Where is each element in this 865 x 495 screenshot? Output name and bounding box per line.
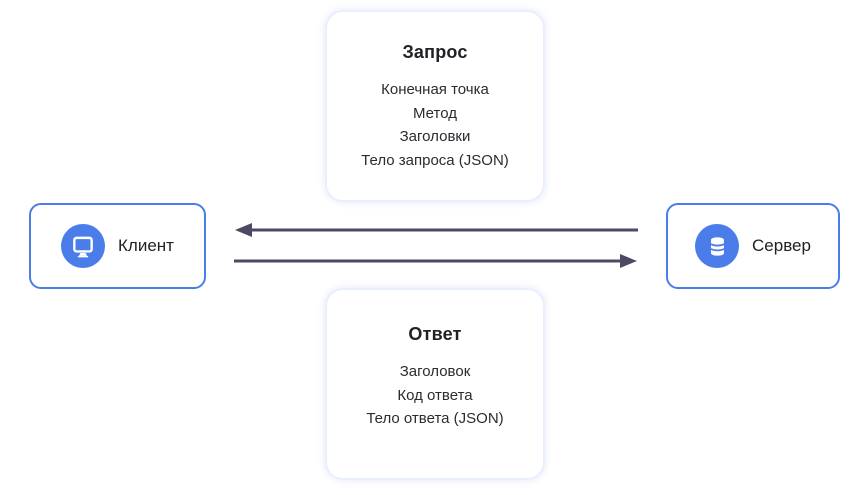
response-card: Ответ Заголовок Код ответа Тело ответа (… (325, 288, 545, 480)
arrowhead-left (235, 223, 252, 237)
response-card-title: Ответ (408, 324, 462, 344)
arrow-server-to-client (235, 223, 638, 237)
response-item-body: Тело ответа (JSON) (366, 410, 504, 427)
response-item-header: Заголовок (399, 363, 471, 380)
arrow-client-to-server (234, 254, 637, 268)
client-node-label: Клиент (118, 236, 174, 255)
response-item-code: Код ответа (397, 386, 473, 404)
monitor-icon (61, 224, 106, 268)
client-node: Клиент (29, 203, 206, 289)
request-card: Запрос Конечная точка Метод Заголовки Те… (325, 10, 545, 202)
request-item-method: Метод (413, 104, 457, 122)
request-item-headers: Заголовки (399, 128, 471, 145)
request-card-items: Конечная точка Метод Заголовки Тело запр… (327, 78, 543, 172)
database-icon (695, 224, 740, 268)
response-card-items: Заголовок Код ответа Тело ответа (JSON) (327, 360, 543, 431)
arrowhead-right (620, 254, 637, 268)
request-response-arrows (234, 223, 638, 268)
request-card-title: Запрос (402, 42, 468, 62)
server-node: Сервер (666, 203, 840, 289)
server-node-label: Сервер (752, 236, 811, 255)
request-item-body: Тело запроса (JSON) (361, 151, 509, 169)
request-item-endpoint: Конечная точка (381, 81, 489, 98)
